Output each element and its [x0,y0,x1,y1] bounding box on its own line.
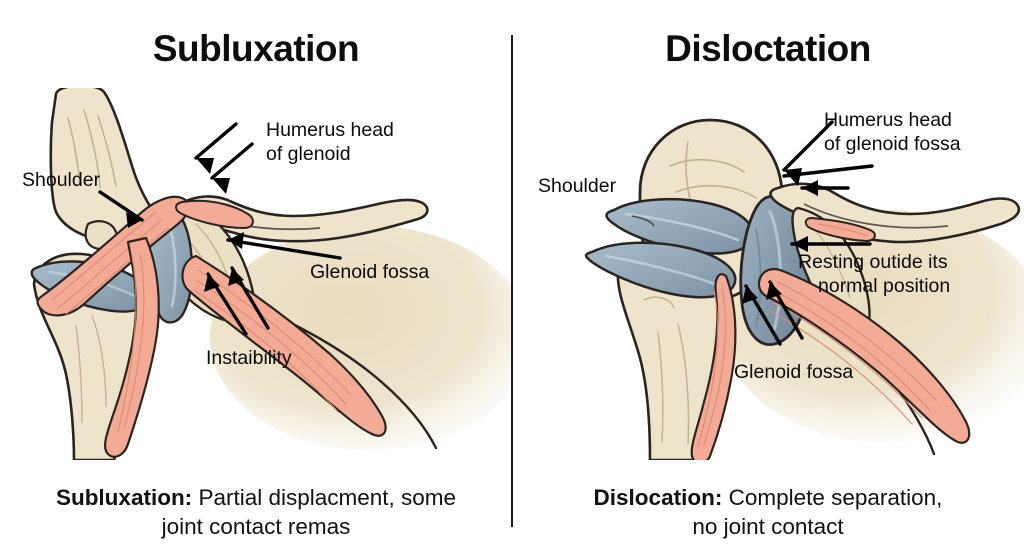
scapula-body-wash [210,226,512,450]
label-humerus-head-line1: Humerus head [266,119,394,141]
caption-term-subluxation: Subluxation: [55,484,193,510]
label-resting-line2: normal position [818,275,950,297]
label-shoulder: Shoulder [538,175,617,197]
label-glenoid-fossa: Glenoid fossa [734,361,853,383]
panel-title-subluxation: Subluxation [152,28,360,69]
caption-line1-dislocation: Complete separation, [722,484,943,510]
panel-subluxation: Subluxation [0,28,512,542]
label-glenoid-fossa: Glenoid fossa [310,261,429,283]
rotator-cuff-muscles [690,217,971,460]
arrow-heads [126,158,244,292]
cartilage-upper-crescent [605,197,754,255]
panel-dislocation: Disloctation [512,0,1024,559]
illustration-subluxation: Humerus head of glenoid Shoulder Glenoid… [0,88,512,460]
label-humerus-head-line1: Humerus head [824,109,952,131]
label-humerus-head-line2: of glenoid [266,143,351,165]
rotator-cuff-muscles [36,195,387,458]
label-instability: Instaibility [206,347,292,369]
illustration-dislocation: Humerus head of glenoid fossa Shoulder R… [512,88,1024,460]
arrow-heads [742,168,818,304]
label-shoulder: Shoulder [22,169,101,191]
caption-line2-dislocation: no joint contact [692,513,844,539]
caption-line1-subluxation: Partial displacment, some [192,484,457,510]
caption-term-dislocation: Dislocation: [593,484,723,510]
panel-divider [511,35,513,527]
label-humerus-head-line2: of glenoid fossa [824,133,961,155]
label-resting-line1: Resting outide its [798,251,948,273]
caption-line2-subluxation: joint contact remas [161,513,351,539]
caption-dislocation: Dislocation: Complete separation, no joi… [528,483,1008,542]
caption-subluxation: Subluxation: Partial displacment, some j… [16,483,496,542]
panel-title-dislocation: Disloctation [665,28,871,69]
